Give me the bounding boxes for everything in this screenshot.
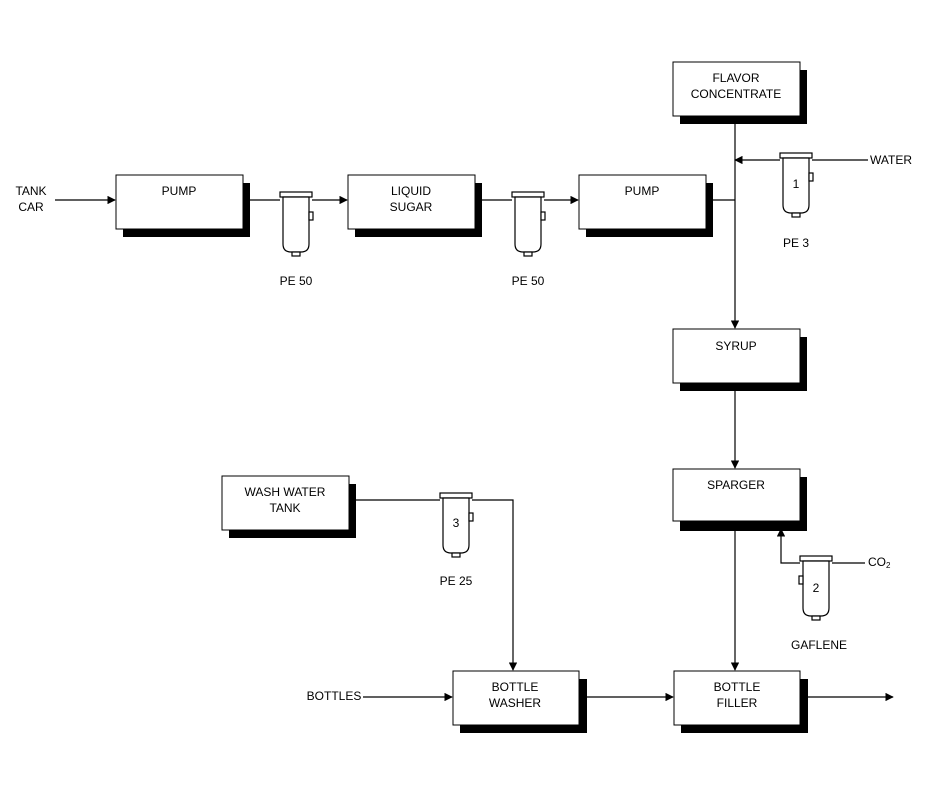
tank-car-label-2: CAR: [18, 200, 44, 214]
filter-pe50-a: PE 50: [279, 191, 314, 288]
wash-tank-label-1: WASH WATER: [245, 485, 326, 499]
filter-cap: [439, 492, 473, 499]
box-bottle-washer: BOTTLE WASHER: [452, 670, 587, 733]
pump-1-label: PUMP: [162, 184, 197, 198]
pump-2-label: PUMP: [625, 184, 660, 198]
box-flavor-concentrate: FLAVOR CONCENTRATE: [672, 61, 807, 124]
co2-label: CO2: [868, 555, 891, 570]
filter-port: [308, 211, 314, 221]
filter-body: [782, 157, 810, 214]
filter-label: PE 25: [440, 574, 473, 588]
filter-port: [798, 575, 804, 585]
bottle-filler-label-1: BOTTLE: [714, 680, 761, 694]
filter-pe25: 3 PE 25: [439, 492, 474, 588]
tank-car-label-1: TANK: [15, 184, 46, 198]
filter-drain: [791, 212, 801, 218]
liquid-sugar-label-1: LIQUID: [391, 184, 431, 198]
box-liquid-sugar: LIQUID SUGAR: [347, 174, 482, 237]
filter-body: [282, 196, 310, 253]
bottles-label: BOTTLES: [307, 689, 362, 703]
filter-pe3: 1 PE 3: [779, 152, 814, 250]
filter-body: [514, 196, 542, 253]
filter-label: PE 50: [280, 274, 313, 288]
flavor-label-2: CONCENTRATE: [691, 87, 781, 101]
line-gaflene-to-sparger: [776, 528, 800, 564]
water-label: WATER: [870, 153, 912, 167]
filter-drain: [811, 615, 821, 621]
box-wash-water-tank: WASH WATER TANK: [221, 475, 356, 538]
filter-pe50-b: PE 50: [511, 191, 546, 288]
bottle-washer-label-1: BOTTLE: [492, 680, 539, 694]
box-sparger: SPARGER: [672, 468, 807, 531]
filter-port: [808, 172, 814, 182]
filter-label: PE 50: [512, 274, 545, 288]
filter-drain: [523, 251, 533, 257]
filter-number: 2: [813, 581, 820, 595]
filter-number: 3: [453, 516, 460, 530]
filter-cap: [799, 555, 833, 562]
filter-cap: [779, 152, 813, 159]
filter-label: PE 3: [783, 236, 809, 250]
filter-cap: [279, 191, 313, 198]
filter-port: [540, 211, 546, 221]
filter-body: [442, 497, 470, 554]
line-pe25-to-washer: [472, 499, 518, 671]
box-pump-2: PUMP: [578, 174, 713, 237]
filter-drain: [291, 251, 301, 257]
wash-tank-label-2: TANK: [269, 501, 300, 515]
box-syrup: SYRUP: [672, 328, 807, 391]
filter-number: 1: [793, 177, 800, 191]
filter-cap: [511, 191, 545, 198]
box-pump-1: PUMP: [115, 174, 250, 237]
bottle-filler-label-2: FILLER: [717, 696, 758, 710]
filter-drain: [451, 552, 461, 558]
bottle-washer-label-2: WASHER: [489, 696, 542, 710]
co2-subscript: 2: [886, 561, 891, 570]
syrup-label: SYRUP: [715, 339, 756, 353]
sparger-label: SPARGER: [707, 478, 765, 492]
filter-label: GAFLENE: [791, 638, 847, 652]
flavor-label-1: FLAVOR: [712, 71, 759, 85]
filter-gaflene: 2 GAFLENE: [791, 555, 847, 652]
liquid-sugar-label-2: SUGAR: [390, 200, 433, 214]
filter-port: [468, 512, 474, 522]
box-bottle-filler: BOTTLE FILLER: [673, 670, 808, 733]
filter-body: [802, 560, 830, 617]
